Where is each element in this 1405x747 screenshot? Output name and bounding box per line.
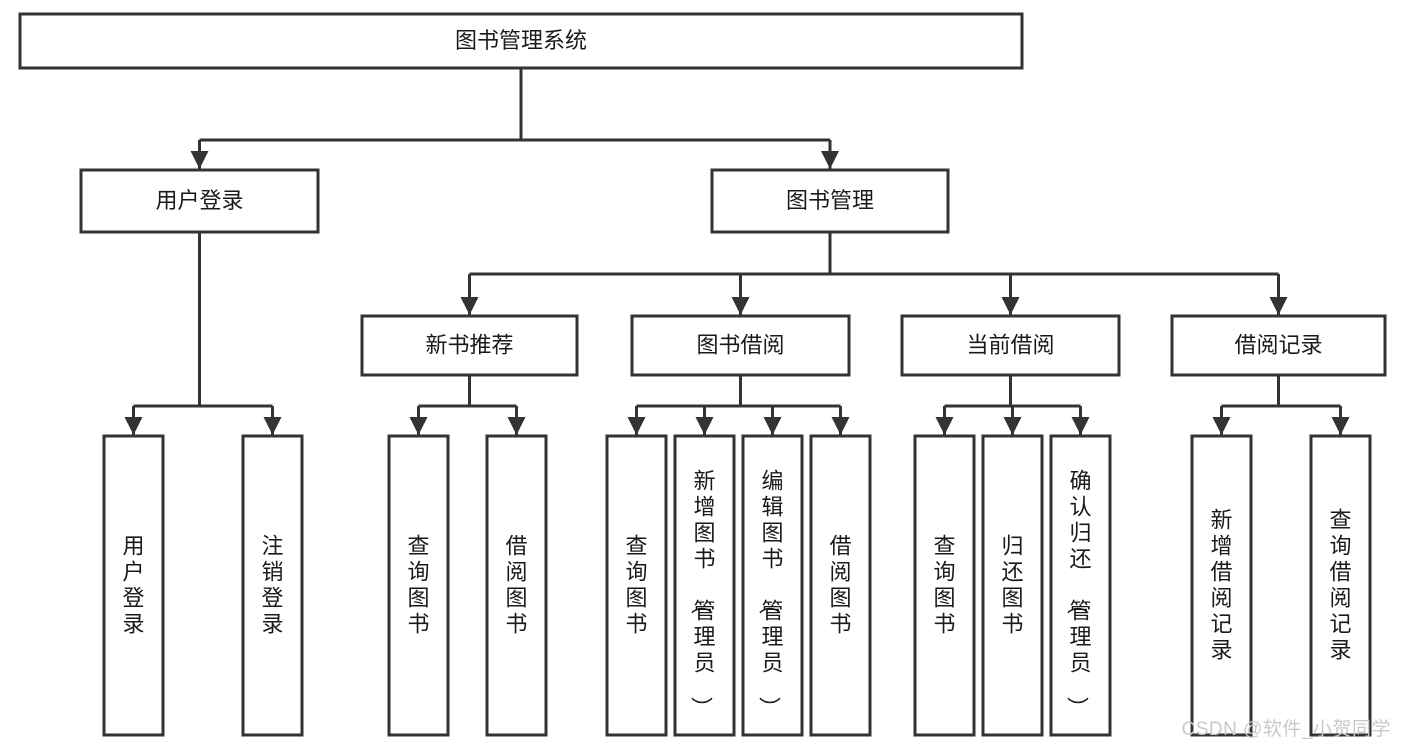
node-借阅图书-label: 借阅图书 xyxy=(829,534,851,637)
node-查询图书[interactable]: 查询图书 xyxy=(913,434,976,737)
node-查询图书[interactable]: 查询图书 xyxy=(387,434,450,737)
node-图书管理系统-box[interactable] xyxy=(18,12,1024,70)
node-查询图书-box[interactable] xyxy=(387,434,450,737)
node-当前借阅-label: 当前借阅 xyxy=(966,332,1054,357)
node-注销登录[interactable]: 注销登录 xyxy=(241,434,304,737)
node-查询图书-label: 查询图书 xyxy=(407,534,429,637)
node-查询图书-box[interactable] xyxy=(605,434,668,737)
arrow-head-icon xyxy=(263,417,282,435)
node-借阅图书-label: 借阅图书 xyxy=(505,534,527,637)
node-借阅记录-label: 借阅记录 xyxy=(1234,332,1322,357)
arrow-head-icon xyxy=(190,151,209,169)
node-注销登录-label: 注销登录 xyxy=(261,534,283,637)
node-归还图书-box[interactable] xyxy=(981,434,1044,737)
arrow-head-icon xyxy=(124,417,143,435)
node-借阅图书-box[interactable] xyxy=(809,434,872,737)
node-确认归还管理员-box[interactable] xyxy=(1049,434,1112,737)
connectors-layer xyxy=(124,68,1350,435)
arrow-head-icon xyxy=(731,297,750,315)
arrow-head-icon xyxy=(935,417,954,435)
node-图书借阅[interactable]: 图书借阅 xyxy=(630,314,851,377)
node-查询图书-label: 查询图书 xyxy=(933,534,955,637)
node-用户登录-label: 用户登录 xyxy=(155,188,243,213)
node-新增图书管理员-label: 新增图书（管理员） xyxy=(688,469,715,719)
node-归还图书-label: 归还图书 xyxy=(1001,534,1023,637)
arrow-head-icon xyxy=(460,297,479,315)
node-查询借阅记录[interactable]: 查询借阅记录 xyxy=(1309,434,1372,737)
node-借阅图书[interactable]: 借阅图书 xyxy=(809,434,872,737)
arrow-head-icon xyxy=(1071,417,1090,435)
node-查询图书-box[interactable] xyxy=(913,434,976,737)
node-借阅图书[interactable]: 借阅图书 xyxy=(485,434,548,737)
node-查询借阅记录-box[interactable] xyxy=(1309,434,1372,737)
node-新书推荐-box[interactable] xyxy=(360,314,579,377)
node-查询图书-label: 查询图书 xyxy=(625,534,647,637)
node-注销登录-box[interactable] xyxy=(241,434,304,737)
arrow-head-icon xyxy=(831,417,850,435)
node-用户登录-label: 用户登录 xyxy=(122,534,144,637)
node-用户登录[interactable]: 用户登录 xyxy=(102,434,165,737)
node-确认归还管理员-label: 确认归还（管理员） xyxy=(1064,469,1091,719)
node-图书管理系统-label: 图书管理系统 xyxy=(455,28,587,53)
node-图书借阅-label: 图书借阅 xyxy=(696,332,784,357)
arrow-head-icon xyxy=(821,151,839,169)
arrow-head-icon xyxy=(1212,417,1231,435)
node-归还图书[interactable]: 归还图书 xyxy=(981,434,1044,737)
node-图书管理[interactable]: 图书管理 xyxy=(710,168,950,234)
node-用户登录[interactable]: 用户登录 xyxy=(79,168,320,234)
node-编辑图书管理员-box[interactable] xyxy=(741,434,804,737)
node-用户登录-box[interactable] xyxy=(79,168,320,234)
node-查询图书[interactable]: 查询图书 xyxy=(605,434,668,737)
node-查询借阅记录-label: 查询借阅记录 xyxy=(1329,508,1351,663)
node-新增借阅记录-label: 新增借阅记录 xyxy=(1210,508,1232,663)
node-当前借阅[interactable]: 当前借阅 xyxy=(900,314,1121,377)
node-借阅记录-box[interactable] xyxy=(1170,314,1387,377)
nodes-layer: 图书管理系统用户登录图书管理新书推荐图书借阅当前借阅借阅记录用户登录注销登录查询… xyxy=(18,12,1387,737)
arrow-head-icon xyxy=(763,417,782,435)
node-图书借阅-box[interactable] xyxy=(630,314,851,377)
arrow-head-icon xyxy=(1269,297,1288,315)
node-编辑图书管理员-label: 编辑图书（管理员） xyxy=(756,469,783,719)
arrow-head-icon xyxy=(695,417,714,435)
arrow-head-icon xyxy=(507,417,526,435)
arrow-head-icon xyxy=(627,417,646,435)
node-借阅记录[interactable]: 借阅记录 xyxy=(1170,314,1387,377)
node-新增借阅记录-box[interactable] xyxy=(1190,434,1253,737)
node-新书推荐[interactable]: 新书推荐 xyxy=(360,314,579,377)
arrow-head-icon xyxy=(1001,297,1020,315)
arrow-head-icon xyxy=(409,417,428,435)
node-新增图书管理员[interactable]: 新增图书（管理员） xyxy=(673,434,736,737)
arrow-head-icon xyxy=(1331,417,1350,435)
node-借阅图书-box[interactable] xyxy=(485,434,548,737)
node-图书管理系统[interactable]: 图书管理系统 xyxy=(18,12,1024,70)
node-确认归还管理员[interactable]: 确认归还（管理员） xyxy=(1049,434,1112,737)
node-编辑图书管理员[interactable]: 编辑图书（管理员） xyxy=(741,434,804,737)
node-图书管理-box[interactable] xyxy=(710,168,950,234)
node-用户登录-box[interactable] xyxy=(102,434,165,737)
arrow-head-icon xyxy=(1003,417,1022,435)
node-新增借阅记录[interactable]: 新增借阅记录 xyxy=(1190,434,1253,737)
node-新书推荐-label: 新书推荐 xyxy=(425,332,513,357)
node-当前借阅-box[interactable] xyxy=(900,314,1121,377)
node-新增图书管理员-box[interactable] xyxy=(673,434,736,737)
node-图书管理-label: 图书管理 xyxy=(786,188,874,213)
